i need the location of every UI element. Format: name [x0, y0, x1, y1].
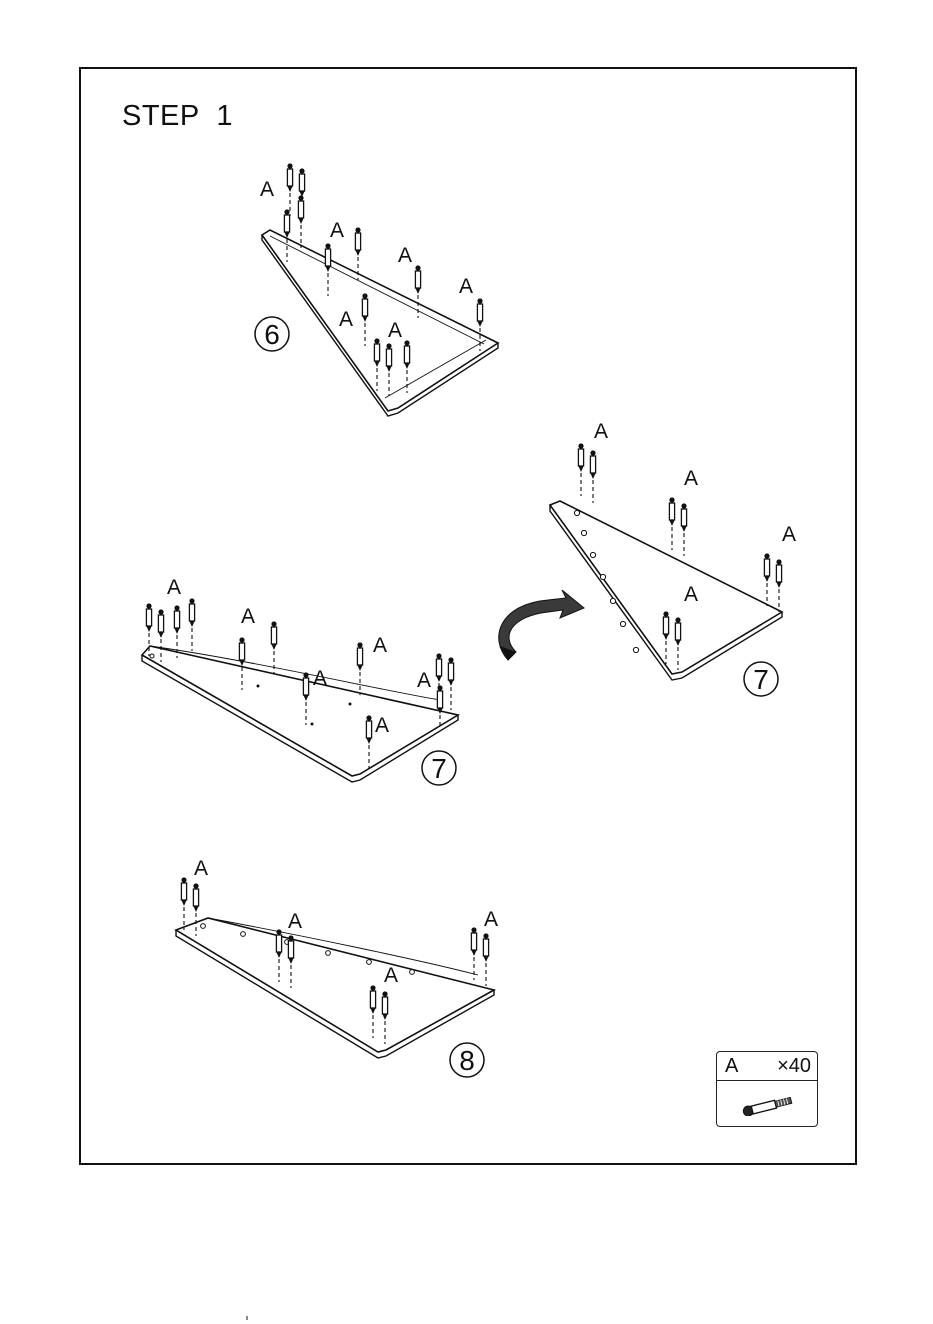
part-label: A: [313, 667, 327, 690]
panel-number: 7: [431, 753, 447, 784]
panel-6-board: [262, 230, 498, 416]
part-label: A: [594, 420, 608, 443]
panel-number: 7: [753, 664, 769, 695]
part-label: A: [194, 857, 208, 880]
part-label: A: [684, 583, 698, 606]
part-label: A: [339, 308, 353, 331]
page-mark: [246, 1316, 248, 1320]
legend-header: A ×40: [717, 1052, 817, 1081]
panel-number: 8: [459, 1045, 475, 1076]
part-label: A: [384, 964, 398, 987]
part-label: A: [241, 605, 255, 628]
parts-legend: A ×40: [716, 1051, 818, 1127]
part-label: A: [684, 467, 698, 490]
part-label: A: [288, 910, 302, 933]
panel-7-left-number: 7: [422, 751, 456, 785]
panel-number: 6: [264, 319, 280, 350]
panel-7-right-number: 7: [744, 662, 778, 696]
part-label: A: [484, 908, 498, 931]
part-label: A: [330, 219, 344, 242]
panel-8-number: 8: [450, 1043, 484, 1077]
part-label: A: [388, 319, 402, 342]
panel-7-right-board: [550, 501, 782, 680]
part-label: A: [373, 634, 387, 657]
part-label: A: [459, 275, 473, 298]
part-label: A: [167, 576, 181, 599]
rotate-arrow-icon: [499, 590, 584, 660]
cam-bolt-icon: [739, 1090, 797, 1116]
panel-7-left-board: [142, 646, 458, 782]
legend-part-letter: A: [725, 1055, 738, 1078]
part-label: A: [782, 523, 796, 546]
part-label: A: [398, 244, 412, 267]
panel-6-number: 6: [255, 317, 289, 351]
panel-8-board: [176, 918, 494, 1058]
part-label: A: [260, 178, 274, 201]
part-label: A: [417, 669, 431, 692]
legend-quantity: ×40: [777, 1055, 811, 1078]
part-label: A: [375, 714, 389, 737]
